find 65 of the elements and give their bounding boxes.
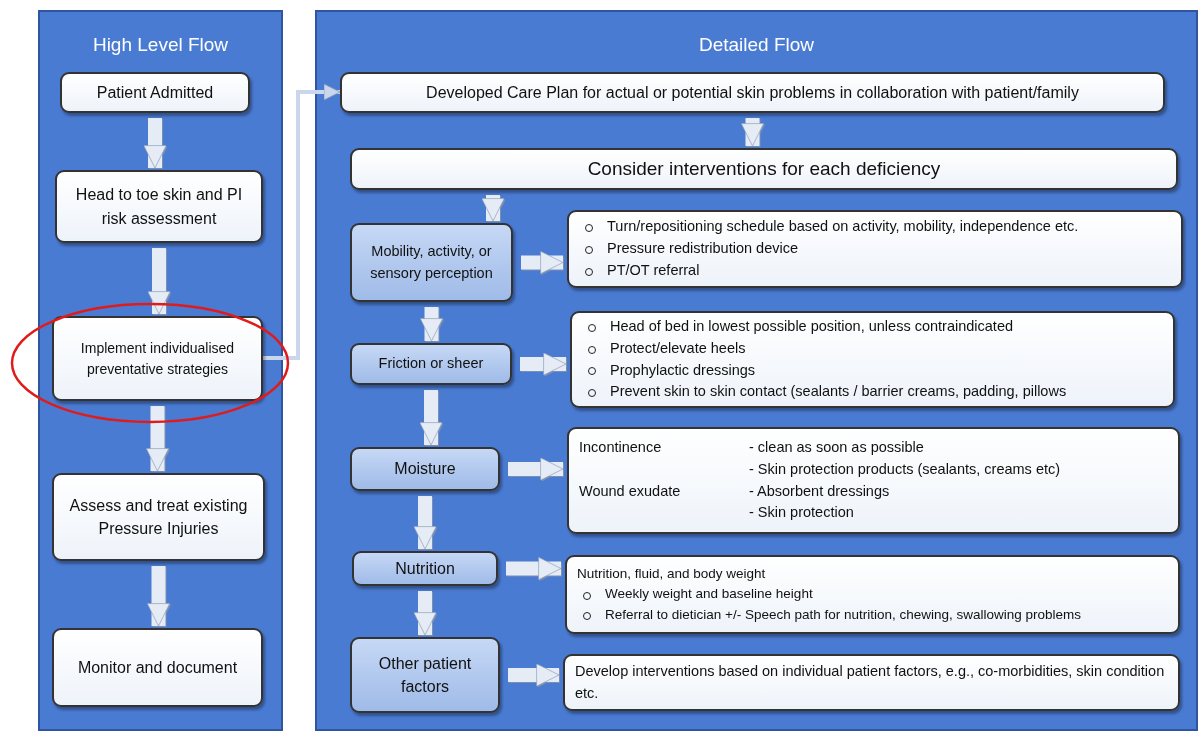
panel-title: Detailed Flow — [697, 34, 816, 56]
block-arrow — [419, 390, 443, 446]
block-arrow — [419, 307, 444, 342]
block-arrow — [145, 406, 170, 472]
box-text: Friction or sheer — [378, 354, 484, 374]
connector-arrow — [263, 83, 341, 360]
block-arrow — [413, 591, 437, 636]
box-text: Patient Admitted — [96, 82, 214, 103]
box-text: Moisture — [394, 459, 456, 480]
process-box — [350, 223, 513, 302]
box-text: - clean as soon as possible — [749, 438, 925, 457]
box-text: Nutrition — [395, 558, 455, 579]
box-text: Develop interventions based on individual patient factors, e.g., co-morbidities, skin condition etc. — [575, 661, 1166, 703]
process-box — [352, 551, 498, 586]
process-box — [563, 654, 1180, 711]
process-box — [350, 447, 500, 491]
box-text: Consider interventions for each deficiency — [587, 157, 941, 182]
box-text: Developed Care Plan for actual or potential skin problems in collaboration with patient/family — [426, 82, 1079, 103]
box-text: Protect/elevate heels — [582, 337, 1163, 360]
box-text: Other patient factors — [377, 653, 473, 697]
block-arrow — [413, 496, 437, 550]
process-box — [55, 170, 263, 243]
box-text: Pressure redistribution device — [579, 238, 1171, 260]
box-text: - Skin protection products (sealants, creams etc) — [749, 459, 1062, 479]
flow-panel — [315, 10, 1198, 731]
process-box — [52, 473, 265, 561]
process-box — [340, 72, 1165, 113]
block-arrow — [740, 118, 765, 147]
block-arrow — [508, 663, 560, 687]
box-text: Nutrition, fluid, and body weight — [577, 565, 767, 584]
box-text: Head to toe skin and PI risk assessment — [74, 185, 244, 229]
box-text: Incontinence — [579, 438, 663, 457]
block-arrow — [508, 457, 564, 481]
process-box — [52, 628, 263, 707]
box-text: Turn/repositioning schedule based on activity, mobility, independence etc. — [579, 216, 1171, 239]
box-text: - Absorbent dressings — [749, 481, 891, 501]
box-text: Weekly weight and baseline height — [577, 584, 1168, 605]
process-box — [60, 72, 250, 113]
box-text: Prophylactic dressings — [582, 359, 1163, 382]
block-arrow — [481, 195, 505, 222]
box-text: Implement individualised preventative strategies — [79, 339, 236, 379]
flow-panel — [38, 10, 283, 731]
box-text: Mobility, activity, or sensory perception — [369, 242, 494, 283]
process-box — [567, 427, 1180, 534]
block-arrow — [521, 250, 564, 275]
process-box — [567, 210, 1183, 288]
box-text: Wound exudate — [579, 481, 682, 501]
box-text: Head of bed in lowest possible position, unless contraindicated — [582, 316, 1163, 338]
block-arrow — [143, 118, 167, 169]
panel-title: High Level Flow — [91, 34, 230, 56]
box-text: PT/OT referral — [579, 259, 1171, 282]
process-box — [570, 311, 1175, 408]
box-text: Referral to dietician +/- Speech path for nutrition, chewing, swallowing problems — [577, 604, 1168, 625]
box-text: Assess and treat existing Pressure Injuries — [68, 495, 249, 539]
process-box — [350, 343, 512, 385]
block-arrow — [146, 566, 171, 627]
block-arrow — [506, 556, 562, 581]
box-text: Prevent skin to skin contact (sealants / barrier creams, padding, pillows — [582, 381, 1163, 403]
process-box — [52, 316, 263, 401]
process-box — [350, 148, 1178, 190]
box-text: Monitor and document — [77, 657, 238, 678]
box-text: - Skin protection — [749, 503, 855, 523]
block-arrow — [520, 352, 567, 376]
process-box — [350, 637, 500, 713]
process-box — [565, 555, 1180, 634]
